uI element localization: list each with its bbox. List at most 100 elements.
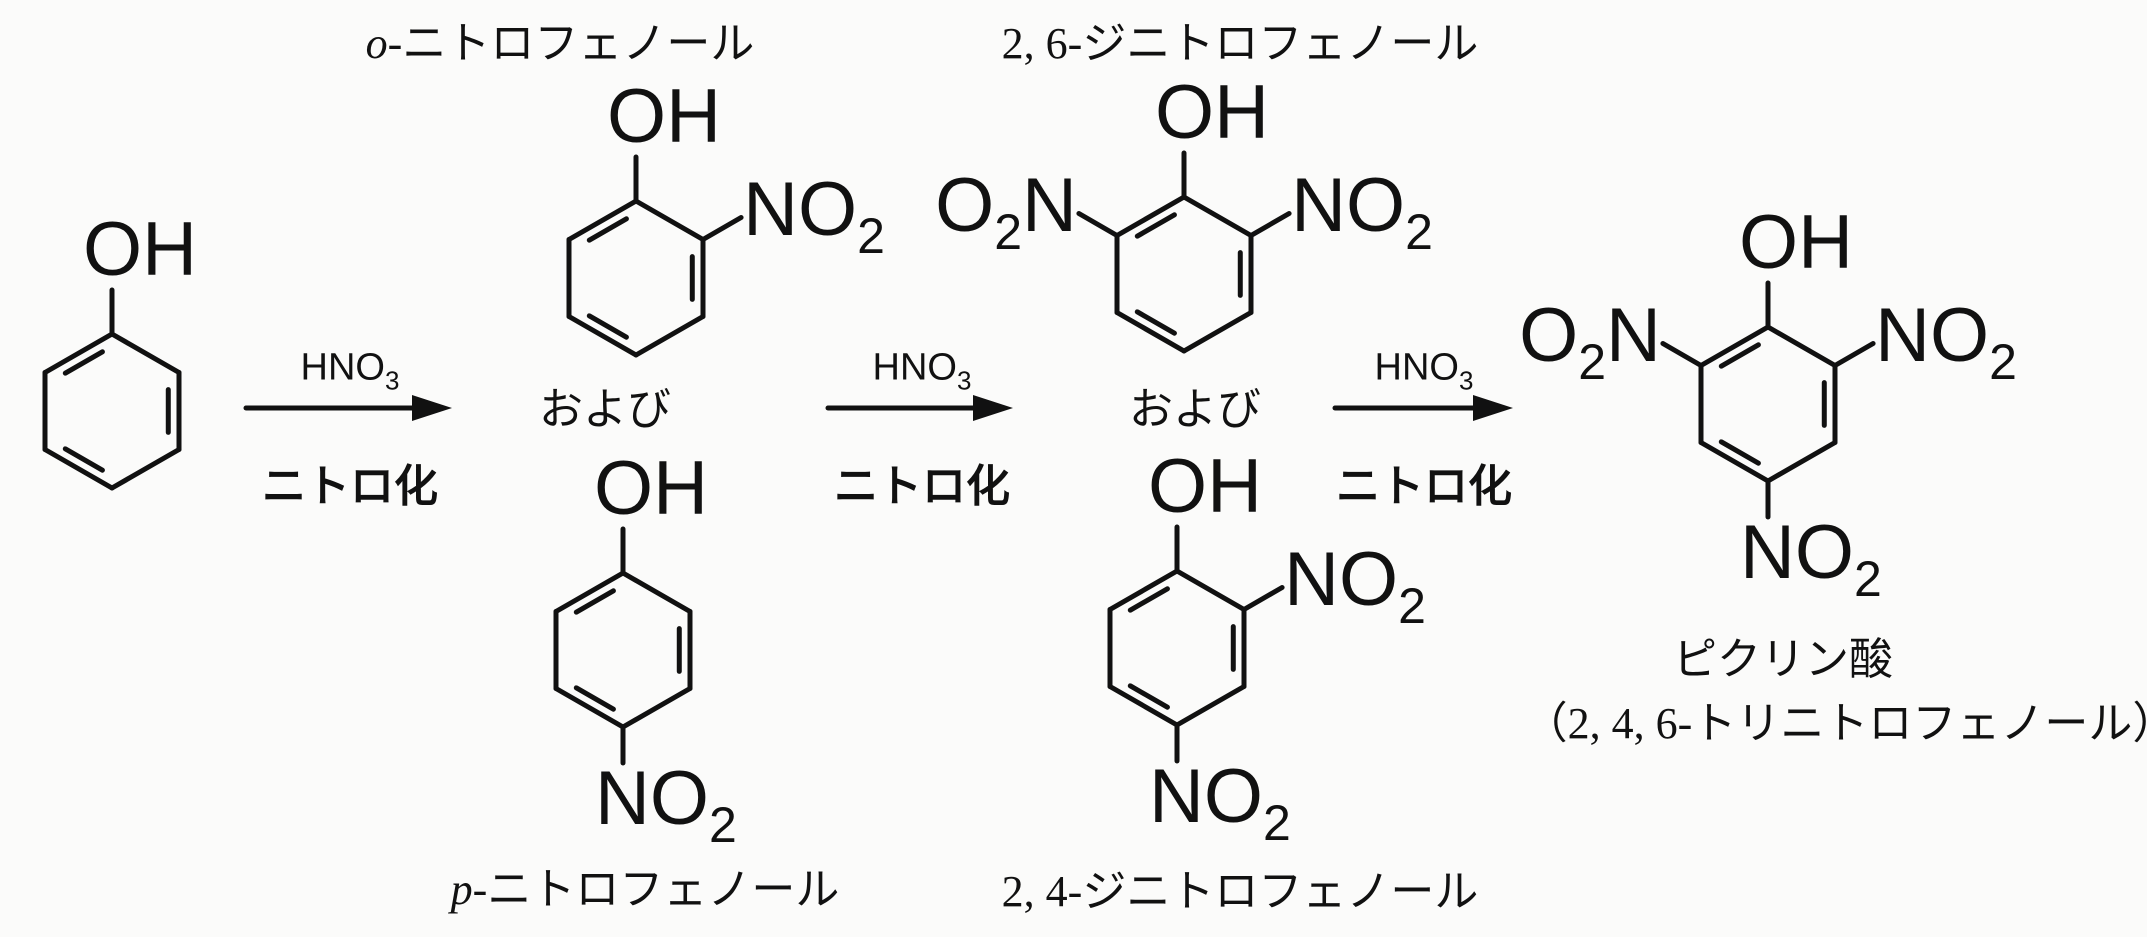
formula-text: OH (1739, 200, 1853, 285)
ring-bond (1107, 684, 1180, 728)
ring-bond (1765, 324, 1838, 368)
ring-bond (1698, 440, 1771, 484)
substituent-label-oh: OH (1739, 205, 1853, 281)
double-bond-line (62, 446, 105, 473)
ring-bond (553, 686, 626, 730)
formula-text: N (1022, 162, 1077, 248)
substituent-bond (1832, 341, 1876, 368)
substituent-label-oh: OH (1155, 75, 1269, 151)
arrowhead-icon (412, 395, 452, 421)
ring-bond (1174, 684, 1247, 728)
subscript: 2 (709, 797, 737, 853)
substituent-label-no2: NO2 (1740, 515, 1882, 605)
subscript: 2 (1578, 333, 1607, 390)
formula-text: OH (607, 74, 721, 159)
caption-prefix: p (450, 864, 473, 914)
double-bond-line (1127, 586, 1170, 613)
subscript: 2 (1263, 795, 1291, 851)
ring-bond (566, 314, 639, 358)
ring-bond (109, 447, 182, 491)
reagent-subscript: 3 (1458, 365, 1474, 396)
substituent-label-no2: NO2 (1875, 297, 2017, 387)
ring-bond (620, 570, 693, 614)
caption-prefix: o (365, 18, 388, 68)
ring-bond (1114, 310, 1187, 354)
substituent-label-o2n: O2N (1519, 297, 1661, 387)
ring-bond (633, 198, 706, 242)
arrowhead-icon (973, 395, 1013, 421)
formula-text: O (1519, 292, 1579, 378)
subscript: 2 (994, 203, 1023, 260)
double-bond-line (1718, 342, 1761, 369)
substituent-bond (700, 215, 744, 242)
formula-text: OH (1155, 70, 1269, 155)
formula-text: NO (1875, 292, 1990, 378)
ring-bond (1181, 310, 1254, 354)
condition-2: ニトロ化 (834, 461, 1010, 512)
caption-o-nitrophenol: o-ニトロフェノール (365, 18, 755, 68)
ring-bond (1181, 194, 1254, 238)
formula-text: NO (1149, 754, 1263, 839)
double-bond-line (62, 349, 105, 376)
reagent-text: HNO (1374, 346, 1459, 389)
reagent-text: HNO (300, 346, 385, 389)
formula-text: O (935, 162, 995, 248)
caption-picric-acid: ピクリン酸 (1673, 634, 1893, 684)
ring-bond (620, 686, 693, 730)
substituent-label-oh: OH (594, 451, 708, 527)
substituent-bond (1241, 585, 1285, 612)
reagent-text: HNO (872, 346, 957, 389)
double-bond-line (1718, 439, 1761, 466)
ring-bond (42, 331, 115, 375)
substituent-label-no2: NO2 (743, 171, 885, 261)
caption-2-6-dinitrophenol: 2, 6-ジニトロフェノール (1001, 18, 1479, 68)
substituent-bond (1660, 341, 1704, 368)
formula-text: NO (595, 756, 709, 841)
formula-text: OH (1148, 444, 1262, 529)
formula-text: NO (1291, 162, 1406, 248)
formula-text: OH (594, 446, 708, 531)
ring-bond (1107, 568, 1180, 612)
subscript: 2 (857, 207, 885, 264)
reagent-2: HNO3 (872, 346, 972, 396)
double-bond-line (1134, 309, 1177, 336)
caption-p-nitrophenol: p-ニトロフェノール (450, 864, 840, 914)
condition-1: ニトロ化 (262, 461, 438, 512)
ring-bond (633, 314, 706, 358)
substituent-label-o2n: O2N (935, 167, 1077, 257)
substituent-label-no2: NO2 (1284, 541, 1426, 631)
caption-picric-iupac: （2, 4, 6-トリニトロフェノール） (1523, 698, 2147, 748)
substituent-label-no2: NO2 (1149, 759, 1291, 849)
ring-bond (109, 331, 182, 375)
ring-bond (1114, 194, 1187, 238)
caption-text: -ニトロフェノール (472, 864, 840, 914)
subscript: 2 (1398, 577, 1426, 634)
substituent-label-no2: NO2 (1291, 167, 1433, 257)
substituent-label-no2: NO2 (595, 761, 737, 851)
formula-text: N (1606, 292, 1661, 378)
formula-text: OH (83, 207, 197, 292)
formula-text: NO (1284, 536, 1399, 622)
formula-text: NO (743, 166, 858, 252)
formula-text: NO (1740, 510, 1854, 595)
caption-and-1: および (539, 384, 671, 434)
double-bond-line (1127, 683, 1170, 710)
subscript: 2 (1854, 551, 1882, 607)
double-bond-line (573, 588, 616, 615)
substituent-bond (1248, 211, 1292, 238)
double-bond-line (586, 216, 629, 243)
reagent-3: HNO3 (1374, 346, 1474, 396)
double-bond-line (586, 313, 629, 340)
substituent-bond (1076, 211, 1120, 238)
caption-text: -ニトロフェノール (387, 18, 755, 68)
reagent-1: HNO3 (300, 346, 400, 396)
substituent-label-oh: OH (607, 79, 721, 155)
ring-bond (553, 570, 626, 614)
reagent-subscript: 3 (384, 365, 400, 396)
substituent-label-oh: OH (83, 212, 197, 288)
ring-bond (566, 198, 639, 242)
double-bond-line (1134, 212, 1177, 239)
condition-3: ニトロ化 (1336, 461, 1512, 512)
